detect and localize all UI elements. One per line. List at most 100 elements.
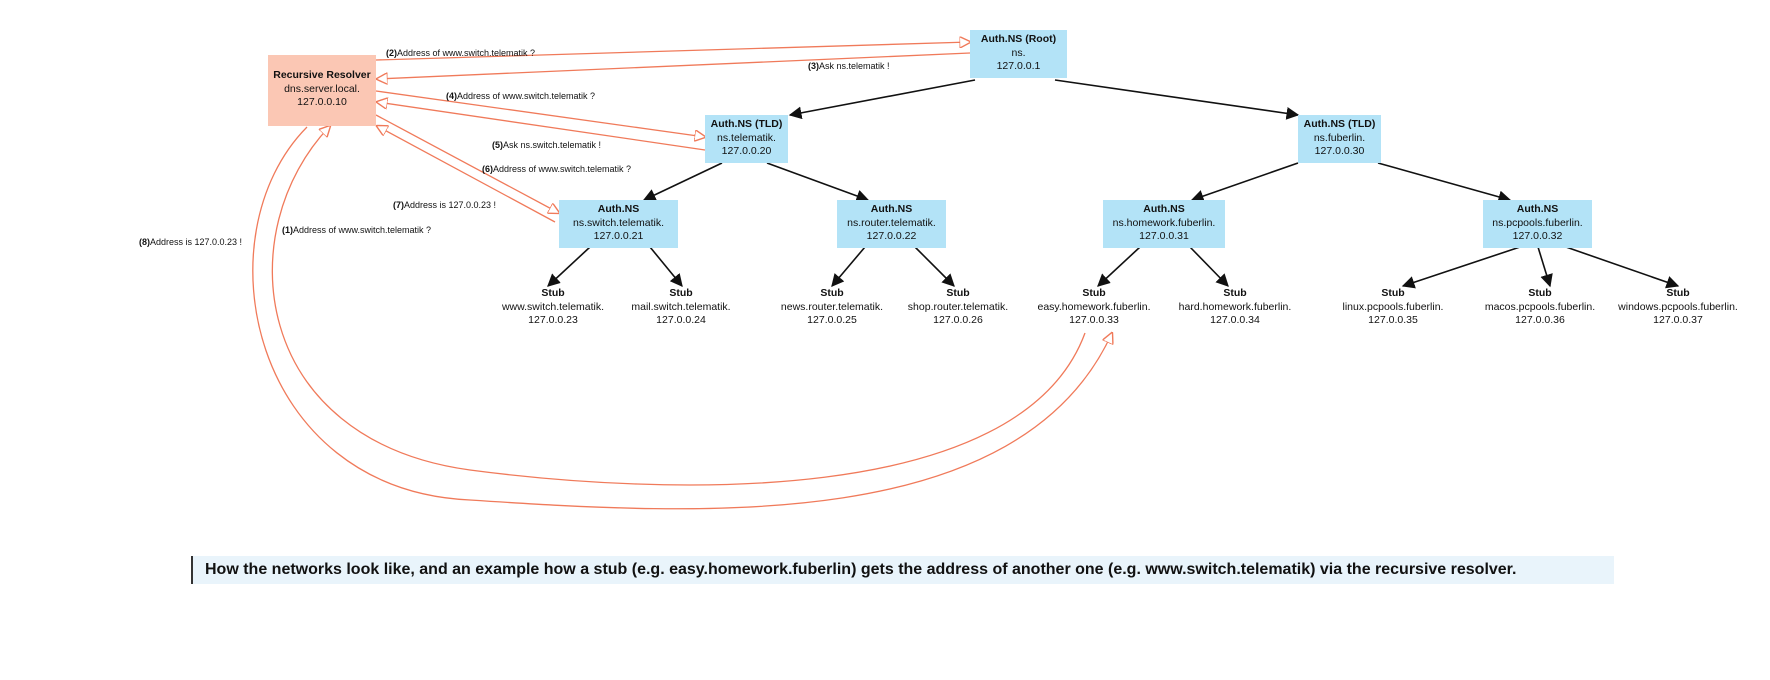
stub-hostname: macos.pcpools.fuberlin. bbox=[1484, 300, 1596, 313]
arrow-step-7 bbox=[377, 126, 556, 223]
node-ip: 127.0.0.10 bbox=[297, 96, 347, 108]
node-ip: 127.0.0.31 bbox=[1139, 230, 1189, 242]
edge-router-shop bbox=[914, 246, 955, 287]
stub-title: Stub bbox=[541, 287, 565, 299]
step-label-7: (7)Address is 127.0.0.23 ! bbox=[393, 200, 496, 210]
stub-title: Stub bbox=[1082, 287, 1106, 299]
arrow-step-4 bbox=[375, 90, 705, 137]
node-ip: 127.0.0.30 bbox=[1314, 145, 1365, 157]
stub-ip: 127.0.0.37 bbox=[1653, 314, 1703, 326]
node-ip: 127.0.0.21 bbox=[593, 230, 644, 242]
edge-homework-hard bbox=[1189, 246, 1229, 287]
stub-hostname: news.router.telematik. bbox=[780, 300, 884, 313]
arrow-step-3 bbox=[377, 52, 971, 79]
step-label-2: (2)Address of www.switch.telematik ? bbox=[386, 48, 535, 58]
node-title: Auth.NS (TLD) bbox=[1303, 118, 1376, 130]
arrow-step-5 bbox=[377, 102, 706, 151]
stub-ip: 127.0.0.34 bbox=[1210, 314, 1260, 326]
step-label-3: (3)Ask ns.telematik ! bbox=[808, 61, 890, 71]
step-label-8: (8)Address is 127.0.0.23 ! bbox=[139, 237, 242, 247]
node-hostname: ns.telematik. bbox=[717, 131, 776, 144]
step-label-5: (5)Ask ns.switch.telematik ! bbox=[492, 140, 601, 150]
node-hostname: ns.router.telematik. bbox=[847, 216, 936, 229]
arrow-step-6 bbox=[375, 114, 559, 213]
edge-homework-easy bbox=[1097, 246, 1141, 287]
node-ns-pcpools: Auth.NS ns.pcpools.fuberlin. 127.0.0.32 bbox=[1483, 200, 1592, 248]
node-hostname: ns.fuberlin. bbox=[1313, 131, 1366, 144]
stub-title: Stub bbox=[946, 287, 970, 299]
stub-macos-pcpools: Stub macos.pcpools.fuberlin. 127.0.0.36 bbox=[1475, 287, 1605, 328]
stub-ip: 127.0.0.35 bbox=[1368, 314, 1418, 326]
node-recursive-resolver: Recursive Resolver dns.server.local. 127… bbox=[268, 55, 376, 126]
stub-hostname: easy.homework.fuberlin. bbox=[1037, 300, 1151, 313]
stub-mail-switch: Stub mail.switch.telematik. 127.0.0.24 bbox=[616, 287, 746, 328]
arrow-step-8 bbox=[252, 126, 1112, 510]
node-title: Auth.NS bbox=[597, 203, 640, 215]
node-hostname: ns. bbox=[1011, 46, 1026, 59]
edge-root-tld-fuberlin bbox=[1054, 79, 1300, 120]
edge-pcpools-linux bbox=[1401, 246, 1521, 289]
node-title: Auth.NS bbox=[870, 203, 913, 215]
stub-ip: 127.0.0.23 bbox=[528, 314, 578, 326]
arrow-step-1 bbox=[271, 126, 1086, 486]
stub-windows-pcpools: Stub windows.pcpools.fuberlin. 127.0.0.3… bbox=[1613, 287, 1743, 328]
stub-title: Stub bbox=[1381, 287, 1405, 299]
node-tld-fuberlin: Auth.NS (TLD) ns.fuberlin. 127.0.0.30 bbox=[1298, 115, 1381, 163]
stub-ip: 127.0.0.24 bbox=[656, 314, 706, 326]
edge-telematik-switch bbox=[642, 162, 723, 201]
node-title: Auth.NS (TLD) bbox=[710, 118, 783, 130]
stub-linux-pcpools: Stub linux.pcpools.fuberlin. 127.0.0.35 bbox=[1328, 287, 1458, 328]
node-ns-homework: Auth.NS ns.homework.fuberlin. 127.0.0.31 bbox=[1103, 200, 1225, 248]
stub-title: Stub bbox=[820, 287, 844, 299]
stub-ip: 127.0.0.25 bbox=[807, 314, 857, 326]
tree-edges bbox=[547, 79, 1680, 289]
stub-easy-homework: Stub easy.homework.fuberlin. 127.0.0.33 bbox=[1029, 287, 1159, 328]
node-ip: 127.0.0.1 bbox=[996, 60, 1041, 72]
stub-title: Stub bbox=[1528, 287, 1552, 299]
stub-hostname: hard.homework.fuberlin. bbox=[1178, 300, 1292, 313]
figure-caption: How the networks look like, and an examp… bbox=[191, 556, 1614, 584]
stub-ip: 127.0.0.33 bbox=[1069, 314, 1119, 326]
node-root-ns: Auth.NS (Root) ns. 127.0.0.1 bbox=[970, 30, 1067, 78]
step-label-1: (1)Address of www.switch.telematik ? bbox=[282, 225, 431, 235]
step-label-6: (6)Address of www.switch.telematik ? bbox=[482, 164, 631, 174]
stub-title: Stub bbox=[1666, 287, 1690, 299]
node-title: Auth.NS bbox=[1516, 203, 1559, 215]
stub-news-router: Stub news.router.telematik. 127.0.0.25 bbox=[767, 287, 897, 328]
edge-fuberlin-homework bbox=[1190, 162, 1299, 203]
stub-hostname: windows.pcpools.fuberlin. bbox=[1618, 300, 1738, 313]
stub-www-switch: Stub www.switch.telematik. 127.0.0.23 bbox=[488, 287, 618, 328]
node-hostname: dns.server.local. bbox=[284, 82, 360, 95]
node-ns-switch: Auth.NS ns.switch.telematik. 127.0.0.21 bbox=[559, 200, 678, 248]
edge-switch-mail bbox=[649, 246, 683, 287]
step-labels: (2)Address of www.switch.telematik ? (3)… bbox=[139, 48, 890, 247]
node-title: Auth.NS (Root) bbox=[980, 33, 1057, 45]
node-title: Auth.NS bbox=[1143, 203, 1185, 215]
edge-router-news bbox=[831, 246, 866, 287]
edge-switch-www bbox=[547, 246, 591, 287]
edge-root-tld-telematik bbox=[788, 79, 976, 120]
edge-pcpools-macos bbox=[1537, 246, 1553, 288]
node-title: Recursive Resolver bbox=[273, 69, 371, 81]
edge-fuberlin-pcpools bbox=[1377, 162, 1512, 204]
stub-ip: 127.0.0.36 bbox=[1515, 314, 1565, 326]
edge-telematik-router bbox=[766, 162, 870, 203]
stub-title: Stub bbox=[1223, 287, 1247, 299]
node-ip: 127.0.0.20 bbox=[721, 145, 772, 157]
step-label-4: (4)Address of www.switch.telematik ? bbox=[446, 91, 595, 101]
stub-hostname: mail.switch.telematik. bbox=[631, 300, 731, 313]
stub-hostname: linux.pcpools.fuberlin. bbox=[1342, 300, 1444, 313]
node-ns-router: Auth.NS ns.router.telematik. 127.0.0.22 bbox=[837, 200, 946, 248]
arrow-step-2 bbox=[375, 42, 970, 61]
stub-hostname: www.switch.telematik. bbox=[501, 300, 605, 313]
stub-title: Stub bbox=[669, 287, 693, 299]
edge-pcpools-windows bbox=[1565, 246, 1680, 289]
node-hostname: ns.homework.fuberlin. bbox=[1112, 216, 1216, 229]
node-ip: 127.0.0.32 bbox=[1512, 230, 1563, 242]
stub-shop-router: Stub shop.router.telematik. 127.0.0.26 bbox=[893, 287, 1023, 328]
node-tld-telematik: Auth.NS (TLD) ns.telematik. 127.0.0.20 bbox=[705, 115, 788, 163]
stub-ip: 127.0.0.26 bbox=[933, 314, 983, 326]
node-hostname: ns.switch.telematik. bbox=[572, 216, 665, 229]
node-ip: 127.0.0.22 bbox=[866, 230, 917, 242]
